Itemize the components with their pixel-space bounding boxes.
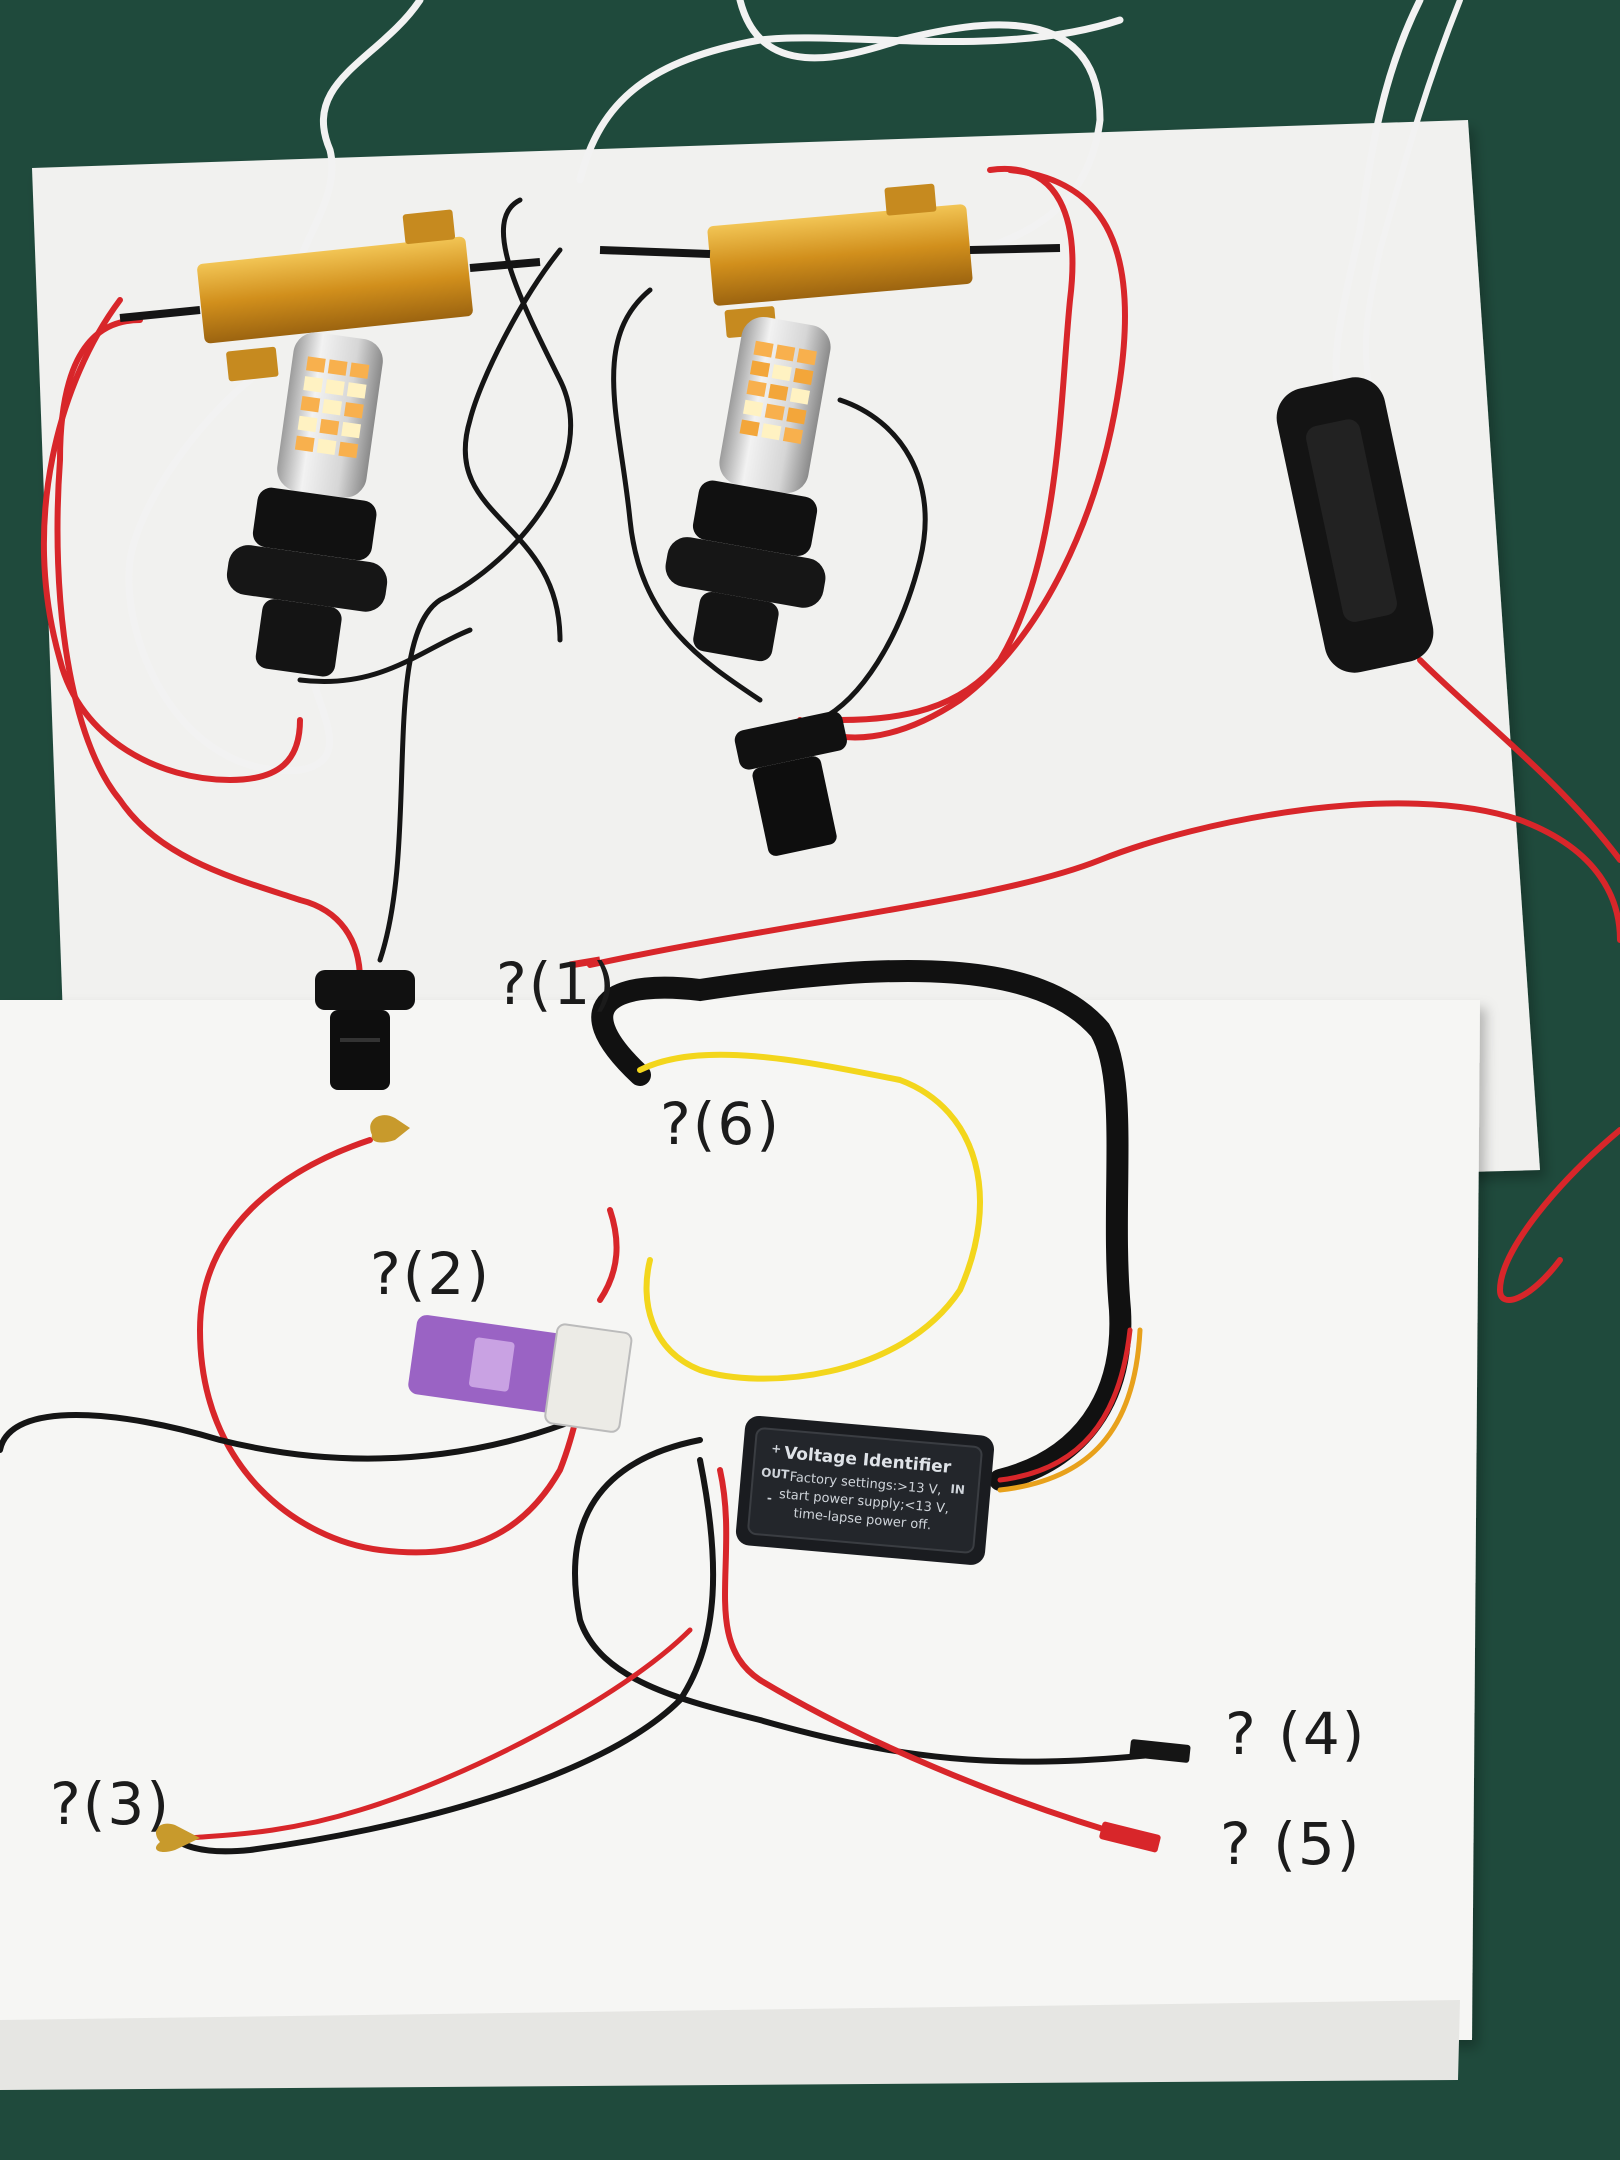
white-wire — [576, 16, 1124, 184]
black-wire — [462, 247, 563, 643]
white-wire — [125, 376, 333, 774]
black-wire — [817, 397, 928, 723]
fuse-tap — [408, 1315, 633, 1433]
led-bulb-right — [665, 316, 831, 662]
paper-sheet-under — [0, 2000, 1460, 2090]
inline-fuse-holder — [1276, 377, 1434, 673]
socket-plug-left — [315, 970, 415, 1090]
fuse-purple-window — [469, 1337, 515, 1392]
label-q1: ?(1) — [496, 950, 617, 1018]
bottom-wiring — [0, 959, 1153, 1855]
red-wire — [54, 317, 363, 983]
black-wire — [377, 197, 574, 963]
bulb-socket-flange — [226, 545, 388, 612]
red-wire — [1417, 657, 1620, 863]
led-chip-grid — [294, 356, 370, 459]
bulb-socket-base — [693, 591, 779, 662]
black-wire — [611, 287, 763, 703]
voltage-identifier-module: Voltage Identifier Factory settings:>13 … — [735, 1415, 995, 1565]
terminal-5 — [1099, 1821, 1161, 1853]
black-wire — [0, 1397, 623, 1462]
red-wire — [597, 1207, 620, 1303]
module-plus-label: + — [771, 1441, 782, 1456]
module-minus-label: - — [766, 1491, 772, 1505]
white-wire — [296, 0, 424, 264]
black-sheath — [591, 959, 1132, 1491]
module-out-label: OUT — [761, 1465, 791, 1481]
red-wire — [837, 165, 1076, 723]
led-chip-grid — [739, 340, 817, 445]
wire-stub — [969, 244, 1061, 254]
resistor-tab — [884, 183, 937, 216]
bulb-socket-base — [255, 599, 342, 677]
red-wire — [40, 297, 303, 784]
wire-stub — [469, 258, 541, 272]
red-wire — [187, 1627, 693, 1841]
resistor-tab — [402, 209, 456, 245]
yellow-wire — [637, 1051, 983, 1382]
bulb-socket-flange — [665, 537, 826, 608]
label-q2: ?(2) — [370, 1240, 491, 1308]
resistor-body — [707, 204, 973, 306]
paper-sheet-top — [32, 120, 1540, 1210]
white-wire — [1362, 0, 1463, 393]
red-wire — [797, 167, 1129, 741]
bulb-socket — [252, 487, 377, 561]
resistor-body — [197, 236, 473, 344]
fuse-holder-white — [544, 1323, 633, 1433]
black-wire — [572, 1437, 1153, 1765]
red-wire — [997, 1327, 1133, 1483]
red-wire — [587, 800, 1620, 968]
white-wire — [736, 0, 1104, 254]
load-resistor-left — [119, 209, 541, 382]
wire-stub — [599, 246, 711, 258]
white-wire — [1332, 0, 1424, 404]
black-wire — [297, 627, 473, 684]
fork-terminal-2 — [370, 1115, 410, 1143]
label-q4: ? (4) — [1225, 1700, 1367, 1768]
black-wire — [167, 1457, 717, 1855]
label-q6: ?(6) — [660, 1090, 781, 1158]
resistor-tab — [226, 346, 279, 382]
wire-stub — [119, 306, 201, 322]
red-wire — [196, 1137, 603, 1556]
label-q5: ? (5) — [1220, 1810, 1362, 1878]
wire-terminals — [155, 956, 1191, 1853]
red-lead-end-1 — [569, 956, 601, 969]
yellow-wire — [997, 1327, 1143, 1493]
fork-terminal-3 — [155, 1823, 200, 1853]
top-wiring — [40, 0, 1620, 1303]
red-wire — [1496, 1127, 1620, 1303]
label-q3: ?(3) — [50, 1770, 171, 1838]
bulb-socket — [692, 480, 818, 556]
terminal-4 — [1129, 1739, 1191, 1763]
led-bulb-left — [226, 332, 388, 677]
module-in-label: IN — [950, 1482, 966, 1497]
red-wire — [717, 1467, 1143, 1843]
socket-plug-right — [734, 711, 847, 856]
